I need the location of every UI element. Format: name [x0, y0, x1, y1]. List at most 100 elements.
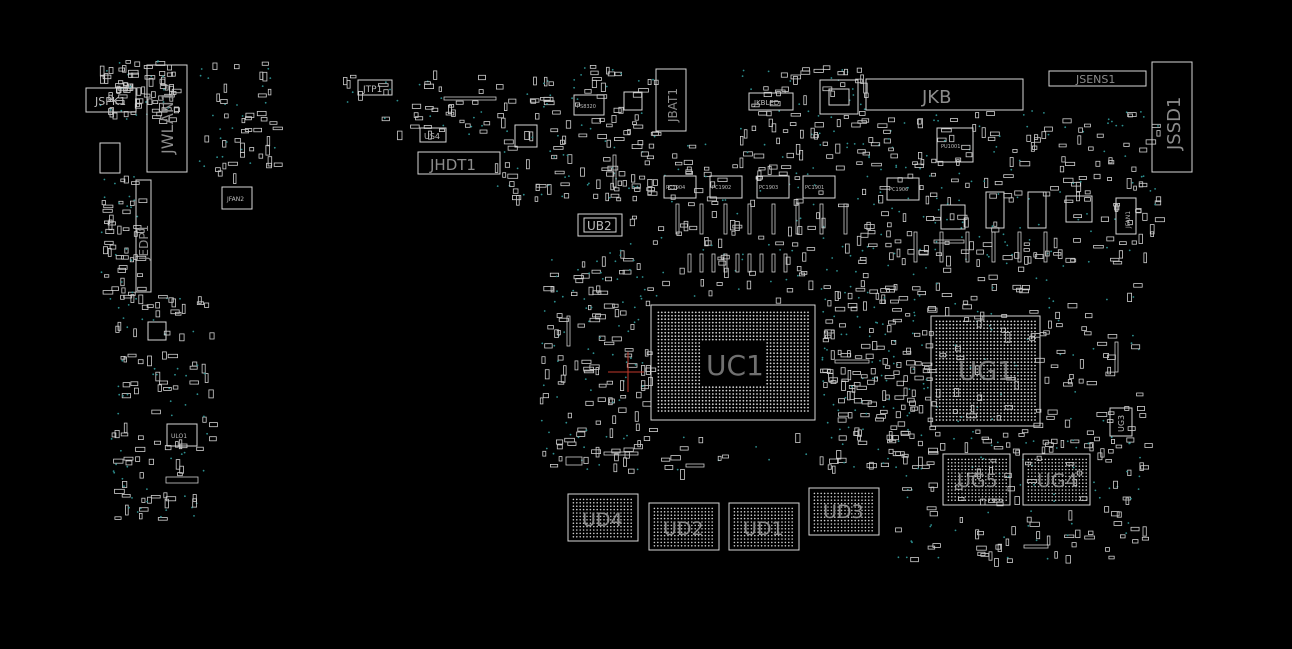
via [1106, 298, 1108, 301]
inductor-pc1901[interactable] [802, 175, 836, 199]
via [893, 340, 896, 343]
solder-ball [942, 347, 945, 350]
solder-ball [677, 331, 680, 334]
cpu-uc1[interactable]: UC1 [650, 304, 816, 421]
solder-ball [739, 318, 741, 321]
passive-component [918, 151, 923, 160]
chip-small-qfn[interactable] [623, 91, 643, 111]
solder-ball [586, 505, 588, 508]
solder-ball [728, 396, 731, 399]
connector-jhdt1[interactable] [417, 151, 501, 175]
memory-ud2[interactable]: UD2 [648, 502, 720, 551]
passive-component [1076, 470, 1083, 476]
chip-ug3[interactable] [1109, 407, 1133, 437]
memory-ud4[interactable]: UD4 [567, 493, 639, 542]
connector-jfan1[interactable] [1115, 197, 1137, 235]
solder-ball [995, 468, 997, 471]
passive-component [125, 460, 133, 466]
connector-jkb[interactable] [865, 78, 1024, 111]
solder-ball [966, 371, 968, 374]
solder-ball [786, 342, 789, 344]
solder-ball [989, 334, 992, 336]
chip-top-qfn[interactable] [819, 79, 859, 115]
connector-jspk1[interactable] [85, 87, 137, 113]
memory-ug5[interactable]: UG5 [942, 453, 1011, 506]
gpu-ug1[interactable]: UG1 [930, 315, 1041, 427]
chip-pu1001[interactable] [936, 127, 974, 163]
solder-ball [998, 482, 1001, 485]
passive-component [1078, 127, 1083, 133]
solder-ball [972, 378, 975, 381]
inductor-pc1903[interactable] [756, 175, 790, 199]
solder-ball [807, 406, 809, 409]
passive-component [1078, 175, 1087, 180]
chip-right-qfn[interactable] [1065, 195, 1093, 223]
solder-ball [1030, 364, 1033, 367]
chip-ps8320[interactable] [573, 94, 605, 116]
chip-us4[interactable] [419, 127, 447, 143]
chip-left-qfn[interactable] [147, 321, 167, 341]
solder-ball [1027, 327, 1030, 330]
solder-ball [945, 408, 948, 411]
memory-ud1[interactable]: UD1 [728, 502, 800, 551]
inductor-right-2[interactable] [1027, 191, 1047, 229]
connector-jssd1[interactable] [1151, 61, 1193, 173]
solder-ball [951, 485, 953, 488]
solder-ball [687, 534, 690, 537]
solder-ball [733, 545, 736, 547]
solder-ball [593, 498, 595, 501]
connector-jtp1[interactable] [357, 79, 393, 96]
passive-component [935, 252, 942, 257]
solder-ball [674, 541, 676, 544]
passive-component [245, 112, 255, 118]
chip-left-qfn-2[interactable] [514, 124, 538, 148]
connector-jfan2[interactable] [221, 186, 253, 210]
solder-ball [935, 347, 938, 350]
solder-ball [993, 364, 996, 367]
inductor-pc1902[interactable] [709, 175, 743, 199]
solder-ball [971, 482, 973, 485]
solder-ball [677, 403, 680, 406]
solder-ball [1000, 398, 1002, 401]
connector-jbat1[interactable] [655, 68, 687, 132]
passive-component [171, 88, 182, 94]
passive-component [620, 310, 627, 316]
chip-mid-qfn[interactable] [940, 204, 966, 230]
passive-component [698, 436, 704, 444]
solder-ball [803, 348, 806, 351]
solder-ball [691, 372, 694, 375]
connector-jwlan1[interactable] [146, 64, 188, 173]
solder-ball [1020, 412, 1023, 415]
connector-jsens1[interactable] [1048, 70, 1147, 87]
solder-ball [1071, 458, 1074, 461]
chip-ub2[interactable] [577, 213, 623, 237]
solder-ball [766, 396, 769, 399]
solder-ball [698, 369, 701, 372]
solder-ball [1027, 323, 1030, 326]
solder-ball [603, 515, 605, 518]
solder-ball [976, 344, 979, 347]
inductor-pc1904[interactable] [663, 175, 697, 199]
solder-ball [1017, 408, 1019, 411]
passive-component [131, 181, 140, 185]
connector-jkbled[interactable] [748, 92, 794, 111]
chip-ulo1[interactable] [166, 423, 198, 447]
solder-ball [972, 320, 975, 323]
solder-ball [983, 398, 985, 401]
connector-pad [1114, 341, 1119, 373]
inductor-pc1906[interactable] [886, 177, 920, 201]
connector-jedp1[interactable] [135, 179, 152, 293]
solder-ball [694, 389, 697, 392]
solder-ball [993, 402, 996, 404]
solder-ball [613, 505, 615, 508]
solder-ball [691, 348, 694, 351]
solder-ball [1013, 361, 1016, 364]
solder-ball [983, 368, 985, 370]
solder-ball [735, 403, 738, 406]
solder-ball [783, 359, 786, 361]
chip-left-small[interactable] [99, 142, 121, 174]
inductor-right-1[interactable] [985, 191, 1005, 229]
memory-ug4[interactable]: UG4 [1022, 453, 1091, 506]
solder-ball [1071, 472, 1074, 474]
solder-ball [986, 381, 989, 384]
